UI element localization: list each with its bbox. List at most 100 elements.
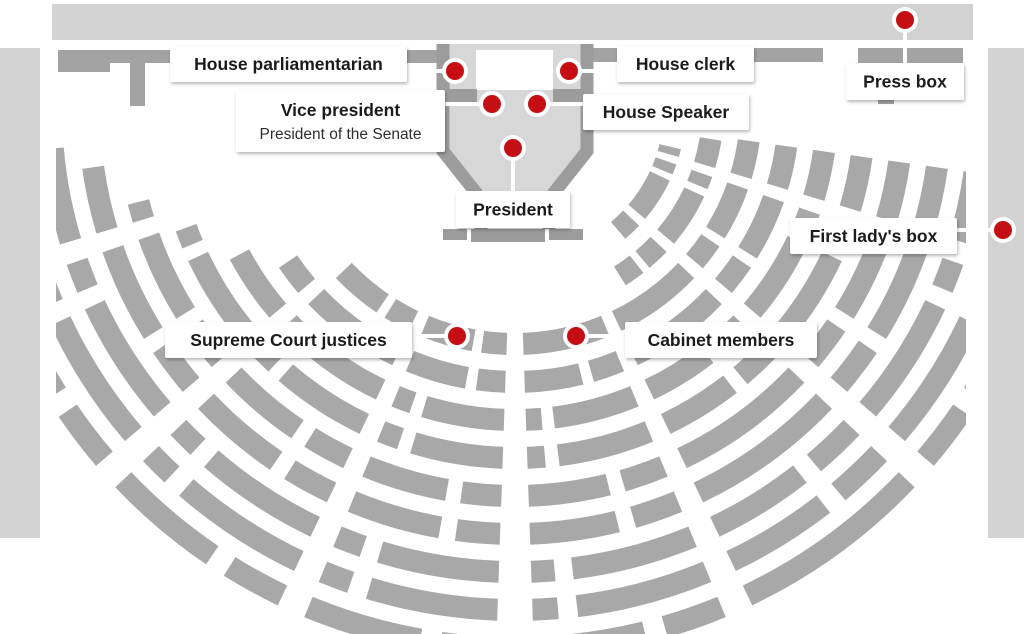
- seat-row-segment: [56, 282, 63, 302]
- house-clerk-label-box: [617, 46, 754, 82]
- seat-row-segment: [410, 432, 504, 469]
- seat-row-segment: [738, 194, 784, 259]
- first-ladys-box-label-box: [790, 218, 957, 254]
- seat-row-segment: [142, 445, 180, 483]
- seat-row-segment: [709, 465, 807, 537]
- seat-row-segment: [138, 232, 195, 319]
- press-box-marker-dot: [896, 11, 914, 29]
- seat-row-segment: [115, 472, 219, 565]
- seat-row-segment: [556, 421, 654, 467]
- house-parliamentarian-marker-dot: [446, 62, 464, 80]
- house-clerk-label-text: House clerk: [636, 54, 735, 74]
- left-gallery-band: [0, 48, 40, 538]
- seat-row-segment: [376, 541, 500, 583]
- seat-row-segment: [179, 479, 304, 572]
- seat-row-segment: [454, 519, 501, 545]
- seat-row-segment: [687, 169, 713, 190]
- seat-row-segment: [84, 300, 171, 417]
- rostrum-front-rail-center: [471, 229, 545, 242]
- cabinet-members-label: Cabinet members: [625, 322, 817, 358]
- seat-row-segment: [693, 393, 832, 503]
- rostrum-upper-opening: [476, 50, 553, 90]
- seat-row-segment: [888, 316, 966, 442]
- seat-row-segment: [629, 491, 683, 528]
- supreme-court-justices-marker-dot: [448, 327, 466, 345]
- seat-row-segment: [460, 481, 503, 507]
- seat-row-segment: [532, 597, 559, 621]
- first-ladys-box-label: First lady's box: [790, 218, 957, 254]
- seat-row-segment: [153, 340, 200, 392]
- seat-row-segment: [56, 147, 82, 245]
- seat-row-segment: [318, 561, 355, 593]
- seat-row-segment: [524, 363, 584, 393]
- seat-row-segment: [82, 165, 118, 234]
- seat-row-segment: [677, 367, 805, 469]
- seat-row-segment: [742, 472, 915, 606]
- seat-row-segment: [198, 393, 283, 470]
- seat-row-segment: [529, 510, 620, 545]
- seat-row-segment: [102, 245, 163, 339]
- seat-row-segment: [347, 491, 443, 539]
- seat-row-segment: [613, 255, 644, 286]
- seat-row-segment: [977, 274, 988, 303]
- seat-row-segment: [526, 445, 546, 469]
- rostrum-front-rail-right: [549, 229, 583, 240]
- seat-row-segment: [362, 456, 450, 501]
- seat-row-segment: [619, 456, 668, 492]
- seat-row-segment: [686, 234, 720, 269]
- house-speaker-label-text: House Speaker: [603, 102, 730, 122]
- seat-row-segment: [948, 170, 966, 244]
- seat-row-segment: [657, 187, 705, 244]
- seat-row-segment: [803, 149, 835, 201]
- cabinet-members-marker-dot: [567, 327, 585, 345]
- seat-row-segment: [284, 460, 337, 503]
- seat-row-segment: [229, 249, 287, 318]
- seat-row-segment: [223, 557, 288, 606]
- seat-row-segment: [278, 255, 316, 294]
- seat-row-segment: [859, 300, 946, 417]
- seat-row-segment: [333, 526, 367, 557]
- seat-row-segment: [481, 330, 508, 355]
- seat-row-segment: [225, 367, 304, 439]
- seat-row-segment: [335, 262, 390, 313]
- seat-row-segment: [365, 577, 498, 621]
- house-clerk-marker-dot: [560, 62, 578, 80]
- seat-row-segment: [611, 262, 695, 331]
- left-rail-stub: [130, 63, 145, 106]
- seat-row-segment: [56, 316, 142, 442]
- house-speaker-marker-dot: [528, 95, 546, 113]
- house-parliamentarian-label: House parliamentarian: [170, 46, 407, 82]
- seat-row-segment: [876, 160, 911, 223]
- seat-row-segment: [694, 137, 722, 169]
- house-speaker-label-box: [583, 94, 749, 130]
- seat-row-segment: [530, 559, 556, 583]
- supreme-court-justices-label-text: Supreme Court justices: [190, 330, 387, 350]
- vice-president-label-text: Vice president: [281, 100, 400, 120]
- president-marker-dot: [504, 139, 522, 157]
- vice-president-label-box: [236, 90, 445, 152]
- seat-row-segment: [203, 450, 321, 537]
- seat-row-segment: [66, 257, 98, 293]
- seat-row-segment: [830, 340, 877, 392]
- seat-row-segment: [705, 182, 749, 239]
- seat-row-segment: [384, 298, 419, 331]
- supreme-court-justices-label-box: [165, 322, 412, 358]
- rostrum-left-step: [437, 89, 477, 102]
- seat-row-segment: [304, 596, 423, 634]
- cabinet-members-label-box: [625, 322, 817, 358]
- seat-row-segment: [175, 223, 203, 249]
- seat-row-segment: [58, 404, 113, 466]
- seat-row-segment: [806, 419, 860, 472]
- seat-row-segment: [726, 495, 831, 572]
- seat-row-segment: [405, 350, 470, 389]
- seat-row-segment: [801, 319, 846, 368]
- seat-row-segment: [587, 350, 625, 382]
- seat-row-segment: [525, 407, 543, 431]
- press-box-label-box: [846, 63, 964, 100]
- seat-row-segment: [652, 157, 677, 175]
- seat-row-segment: [644, 345, 714, 400]
- seat-row-segment: [610, 210, 640, 239]
- vice-president-marker-dot: [483, 95, 501, 113]
